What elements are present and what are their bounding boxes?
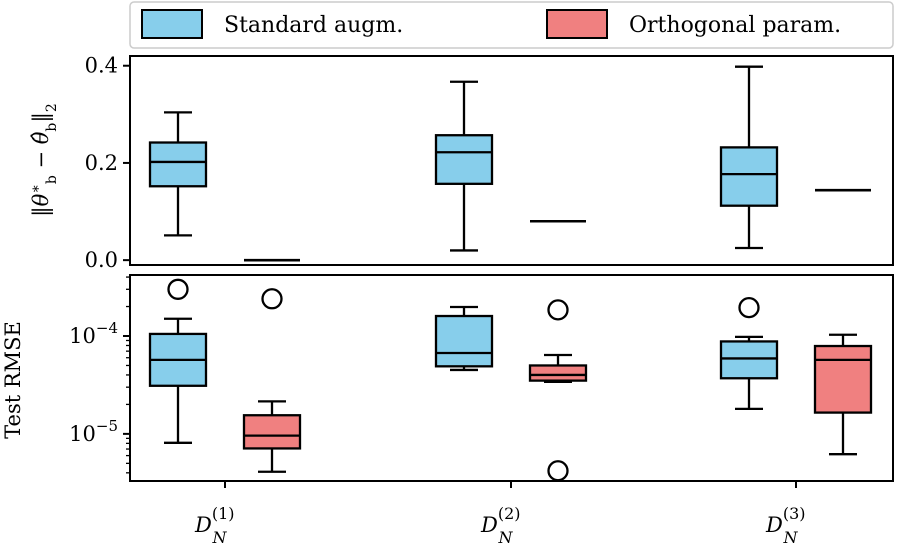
top-boxplot-standard [434,80,494,252]
bottom-boxplot-orthogonal [813,333,873,456]
panel-bottom-frame [129,274,894,482]
x-tick-label: D(3)N [765,504,806,547]
legend-label-standard: Standard augm. [224,13,403,38]
outlier-point [167,278,189,300]
box [719,146,779,207]
outlier-point [738,296,760,319]
top-y-tick-label: 0.0 [85,248,118,272]
legend-label-orthogonal: Orthogonal param. [629,13,841,38]
box [719,340,779,380]
box [528,364,588,382]
top-y-tick-label: 0.2 [85,151,118,175]
box [434,314,494,368]
box [813,344,873,414]
legend: Standard augm. Orthogonal param. [129,1,894,49]
legend-swatch-orthogonal [546,9,608,39]
outlier-point [261,288,283,310]
top-boxplots [148,65,871,262]
bottom-boxplots [148,278,873,482]
bottom-y-axis-label: Test RMSE [1,321,25,439]
box [434,134,494,185]
outlier-point [547,299,569,321]
bottom-y-tick-label: 10−4 [69,319,118,348]
legend-swatch-standard [141,9,203,39]
bottom-y-axis: 10−5 10−4 [69,276,130,474]
top-y-tick-label: 0.4 [85,54,118,78]
box [242,414,302,450]
panel-test-rmse: 10−5 10−4 Test RMSE [1,274,894,482]
bottom-y-tick-label: 10−5 [69,417,118,446]
outlier-point [547,460,569,482]
top-y-axis-label: ‖θ∗b − θ̂b‖2 [28,103,60,217]
top-boxplot-standard [719,65,779,250]
panel-top-frame [129,55,894,266]
bottom-boxplot-standard [719,296,779,411]
box [148,141,208,188]
bottom-boxplot-standard [434,305,494,372]
bottom-boxplot-standard [148,278,208,444]
x-tick-label: D(1)N [194,504,235,547]
legend-frame [129,1,894,49]
bottom-boxplot-orthogonal [242,288,302,473]
bottom-boxplot-orthogonal [528,299,588,482]
x-tick-label: D(2)N [480,504,521,547]
x-axis: D(1)N D(2)N D(3)N [194,481,806,547]
panel-parameter-error: 0.0 0.2 0.4 ‖θ∗b − θ̂b‖2 [28,54,894,272]
top-boxplot-standard [148,111,208,237]
top-y-axis: 0.0 0.2 0.4 [85,54,130,272]
